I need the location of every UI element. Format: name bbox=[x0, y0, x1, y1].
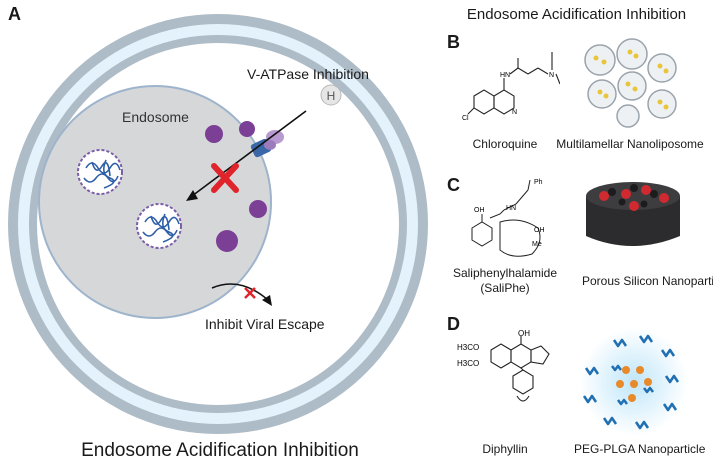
vesicle bbox=[249, 200, 267, 218]
escape-arrow-head bbox=[262, 295, 272, 306]
chloroquine-n2: N bbox=[549, 72, 554, 79]
liposome-illustration bbox=[584, 38, 677, 128]
escape-arrow bbox=[211, 283, 269, 301]
chloroquine-hn: HN bbox=[500, 72, 510, 79]
proton-circle bbox=[320, 84, 342, 106]
saliphe-oh1: OH bbox=[474, 207, 485, 214]
saliphe-label: Saliphenylhalamide (SaliPhe) bbox=[450, 266, 560, 296]
chloroquine-label: Chloroquine bbox=[472, 137, 538, 151]
diphyllin-meo2: H3CO bbox=[457, 359, 479, 368]
endosome bbox=[38, 85, 272, 319]
small-red-x-icon bbox=[244, 287, 256, 299]
vesicle bbox=[216, 230, 238, 252]
v-atpase-pump bbox=[250, 130, 284, 158]
panel-a-caption: Endosome Acidification Inhibition bbox=[81, 440, 359, 461]
porous-silicon-illustration bbox=[586, 182, 680, 246]
saliphe-label-line1: Saliphenylhalamide bbox=[452, 266, 558, 280]
saliphe-label-line2: (SaliPhe) bbox=[480, 281, 530, 295]
panel-b-letter: B bbox=[447, 32, 460, 52]
vatpase-label: V-ATPase Inhibition bbox=[247, 66, 369, 82]
vesicle bbox=[239, 121, 255, 137]
diphyllin-oh: OH bbox=[518, 330, 530, 338]
virus-particle-1 bbox=[77, 149, 123, 195]
chloroquine-n1: N bbox=[512, 109, 517, 116]
escape-label: Inhibit Viral Escape bbox=[205, 316, 325, 332]
chloroquine-cl: Cl bbox=[462, 115, 469, 120]
saliphe-nh: HN bbox=[506, 205, 516, 212]
inhibition-arrow bbox=[191, 110, 307, 197]
saliphe-oh2: OH bbox=[534, 227, 545, 234]
panel-c-letter: C bbox=[447, 175, 460, 195]
chloroquine-structure: HN N N Cl bbox=[462, 52, 560, 120]
vesicle bbox=[205, 125, 223, 143]
endosome-diagram: H bbox=[8, 14, 428, 434]
diphyllin-meo1: H3CO bbox=[457, 343, 479, 352]
arrow-head bbox=[186, 190, 198, 201]
panel-d-letter: D bbox=[447, 314, 460, 334]
endosome-label: Endosome bbox=[122, 109, 189, 125]
proton-label: H bbox=[327, 89, 336, 103]
red-x-icon bbox=[211, 163, 239, 193]
right-title: Endosome Acidification Inhibition bbox=[466, 6, 687, 23]
saliphe-me: Me bbox=[532, 241, 542, 248]
peg-plga-label: PEG-PLGA Nanoparticle bbox=[574, 442, 706, 456]
peg-plga-illustration bbox=[580, 328, 688, 436]
diphyllin-label: Diphyllin bbox=[482, 442, 528, 456]
porous-silicon-label: Porous Silicon Nanoparticle bbox=[582, 274, 713, 288]
saliphe-ph: Ph bbox=[534, 179, 543, 186]
diphyllin-structure: OH H3CO H3CO bbox=[457, 330, 550, 402]
virus-particle-2 bbox=[136, 203, 182, 249]
liposome-label: Multilamellar Nanoliposome bbox=[556, 137, 704, 151]
saliphe-structure: Ph HN OH OH Me bbox=[471, 179, 545, 257]
panel-a-letter: A bbox=[8, 4, 21, 24]
